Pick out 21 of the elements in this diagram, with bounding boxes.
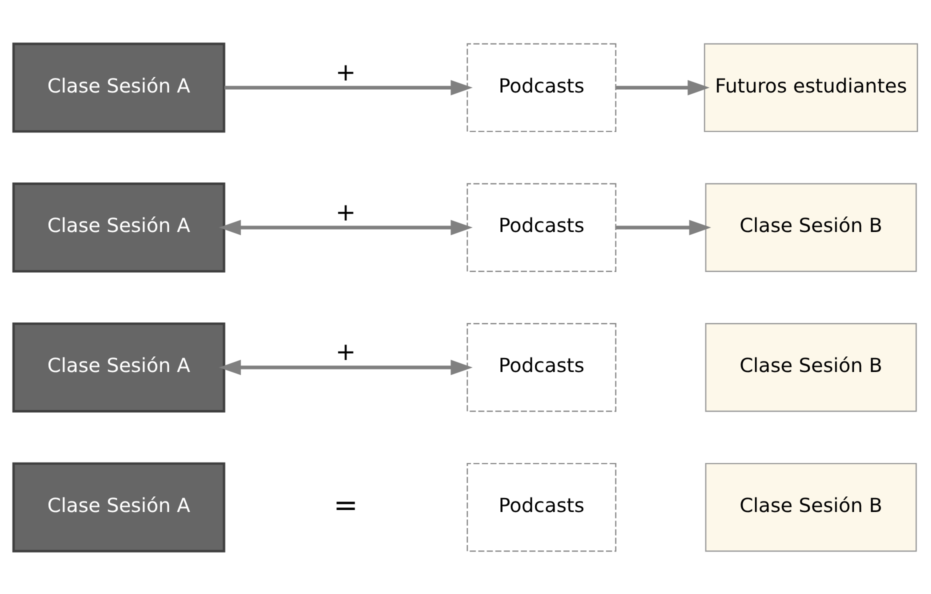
edge-label: +	[335, 196, 356, 226]
edge-label: +	[335, 336, 356, 366]
node-box: Podcasts	[466, 322, 616, 412]
node-box: Clase Sesión A	[12, 42, 226, 132]
node-box: Clase Sesión A	[12, 462, 226, 552]
node-box: Clase Sesión B	[705, 462, 917, 552]
arrow	[218, 359, 473, 375]
node-box: Clase Sesión B	[705, 182, 917, 272]
arrow	[616, 79, 710, 95]
label: =	[333, 487, 358, 522]
arrow	[224, 79, 473, 95]
node-box: Clase Sesión A	[12, 322, 226, 412]
node-box: Futuros estudiantes	[704, 42, 918, 132]
arrow	[616, 219, 712, 235]
edge-label: +	[335, 56, 356, 86]
node-box: Clase Sesión A	[12, 182, 226, 272]
node-box: Podcasts	[466, 462, 616, 552]
arrow	[218, 219, 473, 235]
node-box: Clase Sesión B	[705, 322, 917, 412]
node-box: Podcasts	[466, 42, 616, 132]
node-box: Podcasts	[466, 182, 616, 272]
